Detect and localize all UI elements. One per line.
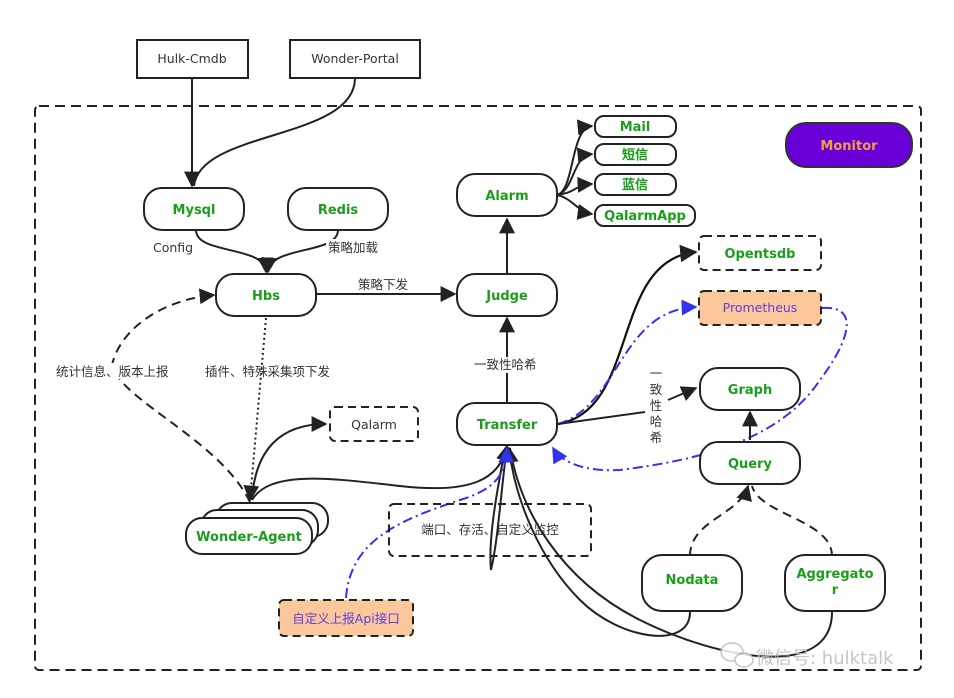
watermark: 微信号: hulktalk [720,642,894,669]
monitor-badge: Monitor [785,122,913,168]
vertical-char: 一 [650,366,663,381]
node-judge[interactable]: Judge [456,273,558,317]
node-nodata[interactable]: Nodata [641,554,743,612]
node-mysql[interactable]: Mysql [143,187,245,231]
vertical-hash-label-bg [646,366,666,446]
vertical-char: 哈 [650,414,663,429]
vertical-char: 希 [650,430,663,445]
strategy-load-label-bg [326,239,382,255]
edge-transfer-functions [489,445,508,571]
node-query-label: Query [728,457,773,472]
edge-agent-qalarm [251,416,328,501]
edge-nodata-query [689,484,752,557]
node-nodata-label: Nodata [666,573,719,588]
node-qalarm-label: Qalarm [351,417,397,432]
node-transfer[interactable]: Transfer [456,402,558,446]
edge-transfer-graph-arrow [667,386,698,402]
node-graph[interactable]: Graph [699,367,801,411]
node-hbs-label: Hbs [252,289,280,304]
node-qalarmapp[interactable]: QalarmApp [594,204,696,227]
config-label-bg [150,238,198,254]
edge-label-plugin-dispatch: 插件、特殊采集项下发 [205,364,331,379]
edge-label-consistent-hash: 一致性哈希 [474,357,537,372]
node-redis-label: Redis [318,203,359,218]
node-redis[interactable]: Redis [287,187,389,231]
node-mail-label: Mail [620,120,651,135]
edge-prometheus-transfer [552,306,848,472]
edge-label-config: Config [153,240,193,255]
node-custom-api-label: 自定义上报Api接口 [292,611,399,626]
edge-wonderportal-mysql [193,77,356,187]
agent-functions-box: 端口、存活、自定义监控 [388,503,592,557]
vertical-char: 致 [650,382,663,397]
node-hulk-cmdb[interactable]: Hulk-Cmdb [136,39,249,79]
node-transfer-label: Transfer [477,418,538,433]
node-hbs[interactable]: Hbs [215,273,317,317]
node-prometheus[interactable]: Prometheus [698,290,822,326]
edge-alarm-lanxin [556,176,594,196]
edge-agent-transfer [251,444,512,501]
node-graph-label: Graph [728,383,772,398]
node-opentsdb[interactable]: Opentsdb [698,235,822,271]
edge-label-strategy-dispatch: 策略下发 [358,277,409,292]
node-prometheus-label: Prometheus [723,300,798,315]
monitor-boundary [34,105,922,671]
agent-functions-label: 端口、存活、自定义监控 [421,522,559,537]
node-qalarm[interactable]: Qalarm [329,406,419,442]
edge-transfer-opentsdb [557,244,698,426]
edge-transfer-prometheus [557,299,698,425]
node-aggregator-label-line1: Aggregato [796,567,873,582]
node-wonder-portal[interactable]: Wonder-Portal [289,39,421,79]
node-aggregator[interactable]: Aggregato r [784,554,886,612]
edge-mysql-hbs [195,229,274,274]
edge-hbs-agent-dotted [243,317,267,502]
node-custom-api[interactable]: 自定义上报Api接口 [278,599,414,637]
node-qalarmapp-label: QalarmApp [604,209,686,224]
node-mysql-label: Mysql [173,203,216,218]
node-wonder-portal-label: Wonder-Portal [311,51,399,66]
edge-label-stats-report: 统计信息、版本上报 [56,364,169,379]
wechat-icon [720,642,754,668]
edge-label-strategy-load: 策略加载 [328,240,379,255]
consistent-hash-label-bg [472,357,544,373]
node-alarm-label: Alarm [485,189,528,204]
watermark-text: 微信号: hulktalk [756,648,894,669]
edge-label-consistent-hash-vertical: 一 致 性 哈 希 [650,366,663,445]
edge-alarm-sms [556,147,594,196]
stats-report-label-bg [54,363,176,379]
edge-aggregator-query [751,485,833,557]
edge-alarm-qalarmapp [556,194,594,220]
node-lanxin[interactable]: 蓝信 [594,173,677,196]
node-opentsdb-label: Opentsdb [725,247,796,262]
node-alarm[interactable]: Alarm [456,173,558,217]
node-wonder-agent-label: Wonder-Agent [196,530,302,545]
edge-aggregator-transfer [509,447,833,658]
monitor-badge-label: Monitor [820,139,878,154]
node-aggregator-label-line2: r [832,583,839,598]
vertical-char: 性 [650,398,663,413]
node-judge-label: Judge [485,289,528,304]
edge-redis-hbs [261,229,339,274]
node-hulk-cmdb-label: Hulk-Cmdb [157,51,226,66]
node-query[interactable]: Query [699,441,801,485]
edge-transfer-graph [557,411,646,425]
node-wonder-agent[interactable]: Wonder-Agent [185,502,329,555]
edge-agent-hbs-dashed [110,288,251,503]
node-mail[interactable]: Mail [594,115,677,138]
node-sms-label: 短信 [622,147,648,163]
node-sms[interactable]: 短信 [594,143,677,166]
node-lanxin-label: 蓝信 [622,177,648,193]
